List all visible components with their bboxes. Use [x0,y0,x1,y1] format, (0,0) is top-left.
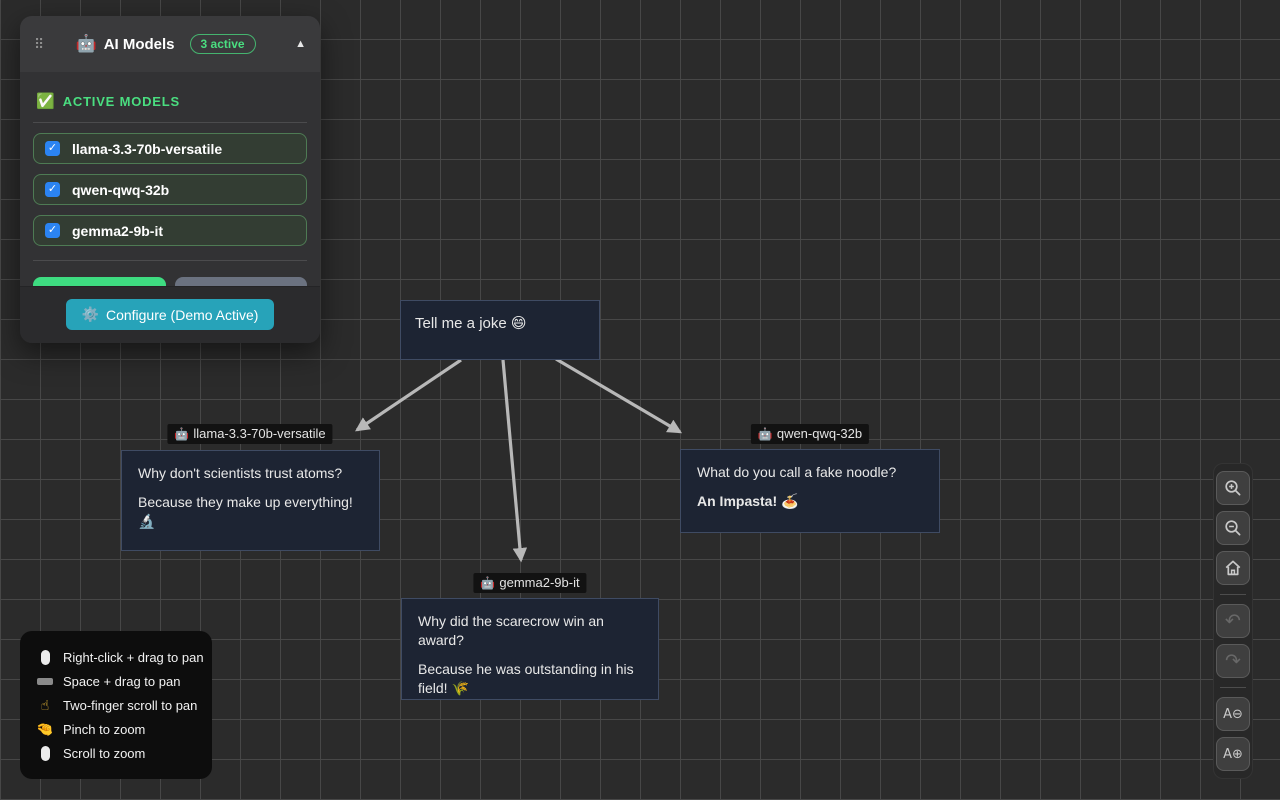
pan-zoom-help-panel: Right-click + drag to pan Space + drag t… [20,631,212,779]
edge-root-to-gemma [501,359,528,563]
panel-body: ✅ ACTIVE MODELS llama-3.3-70b-versatile … [20,72,320,286]
robot-icon: 🤖 [174,427,190,441]
joke-question: Why don't scientists trust atoms? [138,465,343,481]
help-label: Scroll to zoom [63,745,146,761]
help-item: 🤏 Pinch to zoom [36,717,198,741]
model-label-gemma: 🤖gemma2-9b-it [473,573,587,593]
checkbox-checked-icon[interactable] [45,141,60,156]
select-all-button-clipped[interactable] [33,277,166,286]
prompt-text: Tell me a joke 😄 [415,315,527,332]
check-mark-icon: ✅ [36,93,55,110]
panel-footer: ⚙️ Configure (Demo Active) [20,286,320,343]
help-label: Two-finger scroll to pan [63,697,198,713]
font-increase-button[interactable]: A⊕ [1216,737,1250,771]
font-decrease-button[interactable]: A⊖ [1216,697,1250,731]
model-label-qwen: 🤖qwen-qwq-32b [750,424,870,444]
undo-icon: ↶ [1225,609,1241,632]
model-name: qwen-qwq-32b [776,426,863,441]
configure-button[interactable]: ⚙️ Configure (Demo Active) [65,299,275,330]
model-item-label: llama-3.3-70b-versatile [72,140,223,157]
help-item: Right-click + drag to pan [36,645,204,669]
response-node-llama[interactable]: Why don't scientists trust atoms? Becaus… [121,450,380,551]
zoom-out-button[interactable] [1216,511,1250,545]
model-item-label: gemma2-9b-it [72,222,164,239]
zoom-in-icon [1225,480,1241,496]
keyboard-icon [36,678,54,685]
divider [33,260,307,261]
pinch-icon: 🤏 [36,720,54,737]
undo-button[interactable]: ↶ [1216,604,1250,638]
font-increase-icon: A⊕ [1223,746,1243,762]
help-item: Space + drag to pan [36,669,198,693]
joke-punchline: Because they make up everything! 🔬 [138,493,353,529]
model-item-llama[interactable]: llama-3.3-70b-versatile [33,133,307,164]
font-decrease-icon: A⊖ [1223,706,1243,722]
configure-label: Configure (Demo Active) [105,306,259,323]
model-item-qwen[interactable]: qwen-qwq-32b [33,174,307,205]
mouse-icon [36,650,54,665]
active-count-badge: 3 active [189,34,256,54]
model-item-gemma[interactable]: gemma2-9b-it [33,215,307,246]
clear-button-clipped[interactable] [174,277,307,286]
reset-view-button[interactable] [1216,551,1250,585]
redo-button[interactable]: ↷ [1216,644,1250,678]
ai-models-panel: ⠿ 🤖 AI Models 3 active ▲ ✅ ACTIVE MODELS… [20,16,320,343]
model-name: llama-3.3-70b-versatile [193,426,326,441]
edge-root-to-qwen [555,357,683,434]
joke-question: Why did the scarecrow win an award? [418,613,604,648]
collapse-button[interactable]: ▲ [295,38,306,50]
robot-icon: 🤖 [757,427,773,441]
panel-header: ⠿ 🤖 AI Models 3 active ▲ [20,16,320,72]
robot-icon: 🤖 [75,34,97,53]
section-title: ACTIVE MODELS [62,93,180,109]
joke-question: What do you call a fake noodle? [697,464,897,480]
joke-punchline: Because he was outstanding in his field!… [418,660,634,696]
checkbox-checked-icon[interactable] [45,223,60,238]
response-node-gemma[interactable]: Why did the scarecrow win an award? Beca… [401,598,659,700]
model-label-llama: 🤖llama-3.3-70b-versatile [167,424,333,444]
toolbar-divider [1220,687,1246,688]
mouse-icon [36,746,54,761]
gear-icon: ⚙️ [81,306,99,322]
drag-handle-icon[interactable]: ⠿ [34,35,45,52]
divider [33,122,307,123]
clipped-action-buttons [33,277,307,286]
canvas-toolbar: ↶ ↷ A⊖ A⊕ [1213,463,1253,779]
help-label: Pinch to zoom [63,721,146,737]
help-label: Space + drag to pan [63,673,181,689]
checkbox-checked-icon[interactable] [45,182,60,197]
model-name: gemma2-9b-it [499,575,580,590]
help-item: Scroll to zoom [36,741,198,765]
home-icon [1225,560,1241,576]
zoom-in-button[interactable] [1216,471,1250,505]
joke-punchline: An Impasta! 🍝 [697,492,799,509]
finger-up-icon: ☝ [40,696,50,713]
help-item: ☝ Two-finger scroll to pan [36,693,198,717]
edge-root-to-llama [355,358,462,432]
prompt-node[interactable]: Tell me a joke 😄 [400,300,600,360]
redo-icon: ↷ [1225,649,1241,672]
toolbar-divider [1220,594,1246,595]
panel-title: AI Models [103,35,175,53]
model-item-label: qwen-qwq-32b [72,181,170,198]
active-models-section-header: ✅ ACTIVE MODELS [20,72,320,110]
robot-icon: 🤖 [480,576,496,590]
response-node-qwen[interactable]: What do you call a fake noodle? An Impas… [680,449,940,533]
zoom-out-icon [1225,520,1241,536]
help-label: Right-click + drag to pan [63,649,204,665]
